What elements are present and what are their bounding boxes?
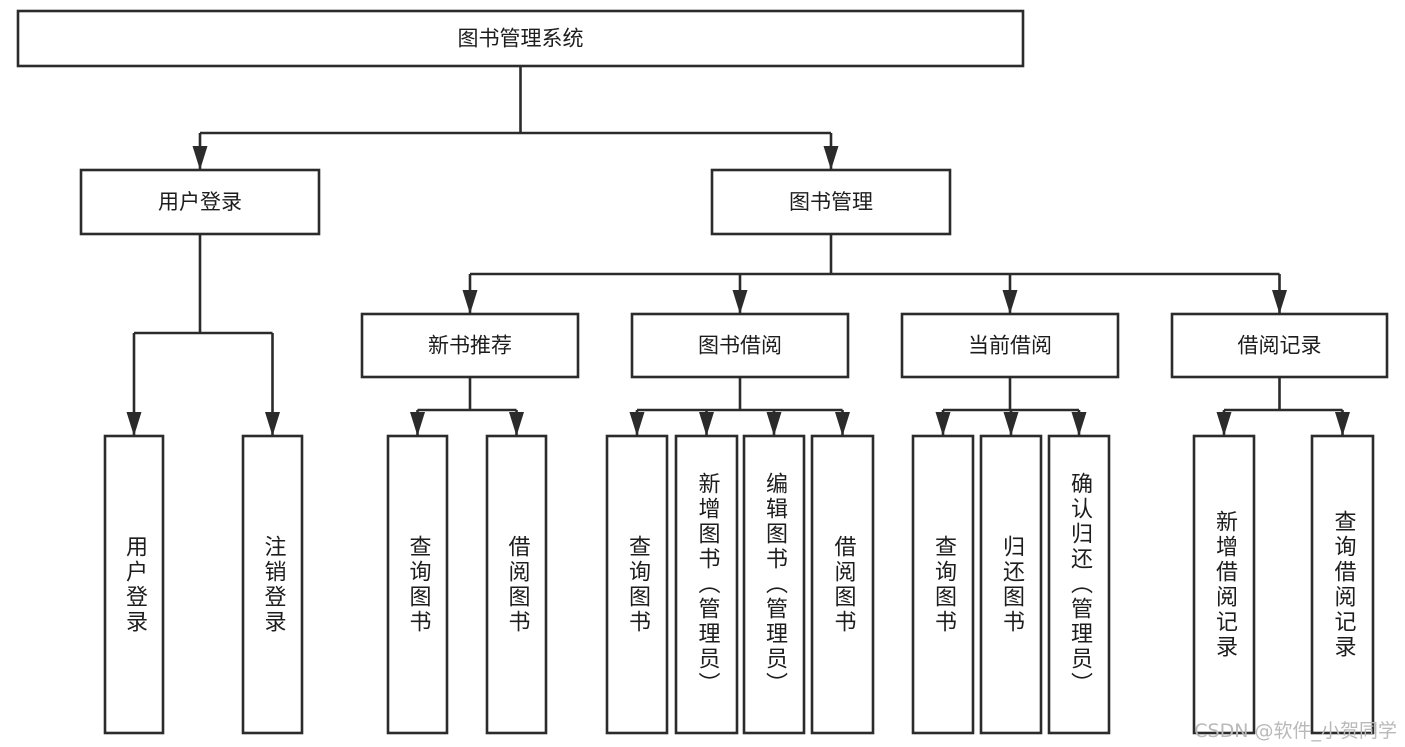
arrow-head-icon xyxy=(265,412,280,436)
level3-box-0-label: 新书推荐 xyxy=(428,334,512,358)
arrow-head-icon xyxy=(462,290,478,314)
leaf-box-8[interactable] xyxy=(911,434,975,735)
leaf-box-2[interactable] xyxy=(386,434,449,735)
level3-box-3-rect xyxy=(1170,312,1389,379)
level3-box-0[interactable]: 新书推荐 xyxy=(360,312,580,379)
level3-box-2-label: 当前借阅 xyxy=(968,334,1052,358)
level3-box-1-rect xyxy=(630,312,850,379)
arrow-head-icon xyxy=(509,412,524,436)
leaf-box-11[interactable] xyxy=(1192,434,1256,735)
edges-layer xyxy=(126,66,1350,436)
level2-box-1[interactable]: 图书管理 xyxy=(710,168,952,236)
leaf-box-9[interactable] xyxy=(979,434,1043,735)
level2-box-1-label: 图书管理 xyxy=(789,190,873,214)
leaf-box-12[interactable] xyxy=(1310,434,1375,735)
arrow-head-icon xyxy=(732,290,748,314)
level2-box-1-rect xyxy=(710,168,952,236)
level3-box-0-rect xyxy=(360,312,580,379)
level3-box-1-label: 图书借阅 xyxy=(698,334,782,358)
arrow-head-icon xyxy=(1335,412,1350,436)
level2-box-0-label: 用户登录 xyxy=(158,190,242,214)
leaf-box-0[interactable] xyxy=(103,434,165,735)
arrow-head-icon xyxy=(823,146,839,170)
level3-box-2[interactable]: 当前借阅 xyxy=(900,312,1120,379)
leaf-box-1[interactable] xyxy=(241,434,304,735)
leaf-box-6[interactable] xyxy=(742,434,806,735)
arrow-head-icon xyxy=(192,146,208,170)
leaf-box-7[interactable] xyxy=(810,434,875,735)
arrow-head-icon xyxy=(935,412,951,436)
watermark-text: CSDN @软件_小贺同学 xyxy=(1194,720,1397,742)
arrow-head-icon xyxy=(629,412,645,436)
level2-box-0-rect xyxy=(79,168,321,236)
arrow-head-icon xyxy=(126,412,142,436)
level3-box-2-rect xyxy=(900,312,1120,379)
root-box[interactable]: 图书管理系统 xyxy=(16,9,1025,68)
arrow-head-icon xyxy=(766,412,782,436)
level2-box-0[interactable]: 用户登录 xyxy=(79,168,321,236)
leaf-box-10[interactable] xyxy=(1047,434,1111,735)
root-box-rect xyxy=(16,9,1025,68)
arrow-head-icon xyxy=(410,412,425,436)
arrow-head-icon xyxy=(1003,412,1019,436)
level3-box-1[interactable]: 图书借阅 xyxy=(630,312,850,379)
leaf-box-5[interactable] xyxy=(674,434,739,735)
leaf-box-4[interactable] xyxy=(605,434,669,735)
level3-box-3-label: 借阅记录 xyxy=(1238,334,1322,358)
root-box-label: 图书管理系统 xyxy=(458,27,584,51)
arrow-head-icon xyxy=(835,412,850,436)
arrow-head-icon xyxy=(1216,412,1232,436)
leaf-box-3[interactable] xyxy=(485,434,548,735)
arrow-head-icon xyxy=(1002,290,1018,314)
level3-box-3[interactable]: 借阅记录 xyxy=(1170,312,1389,379)
arrow-head-icon xyxy=(1272,290,1287,314)
arrow-head-icon xyxy=(1071,412,1087,436)
arrow-head-icon xyxy=(699,412,714,436)
